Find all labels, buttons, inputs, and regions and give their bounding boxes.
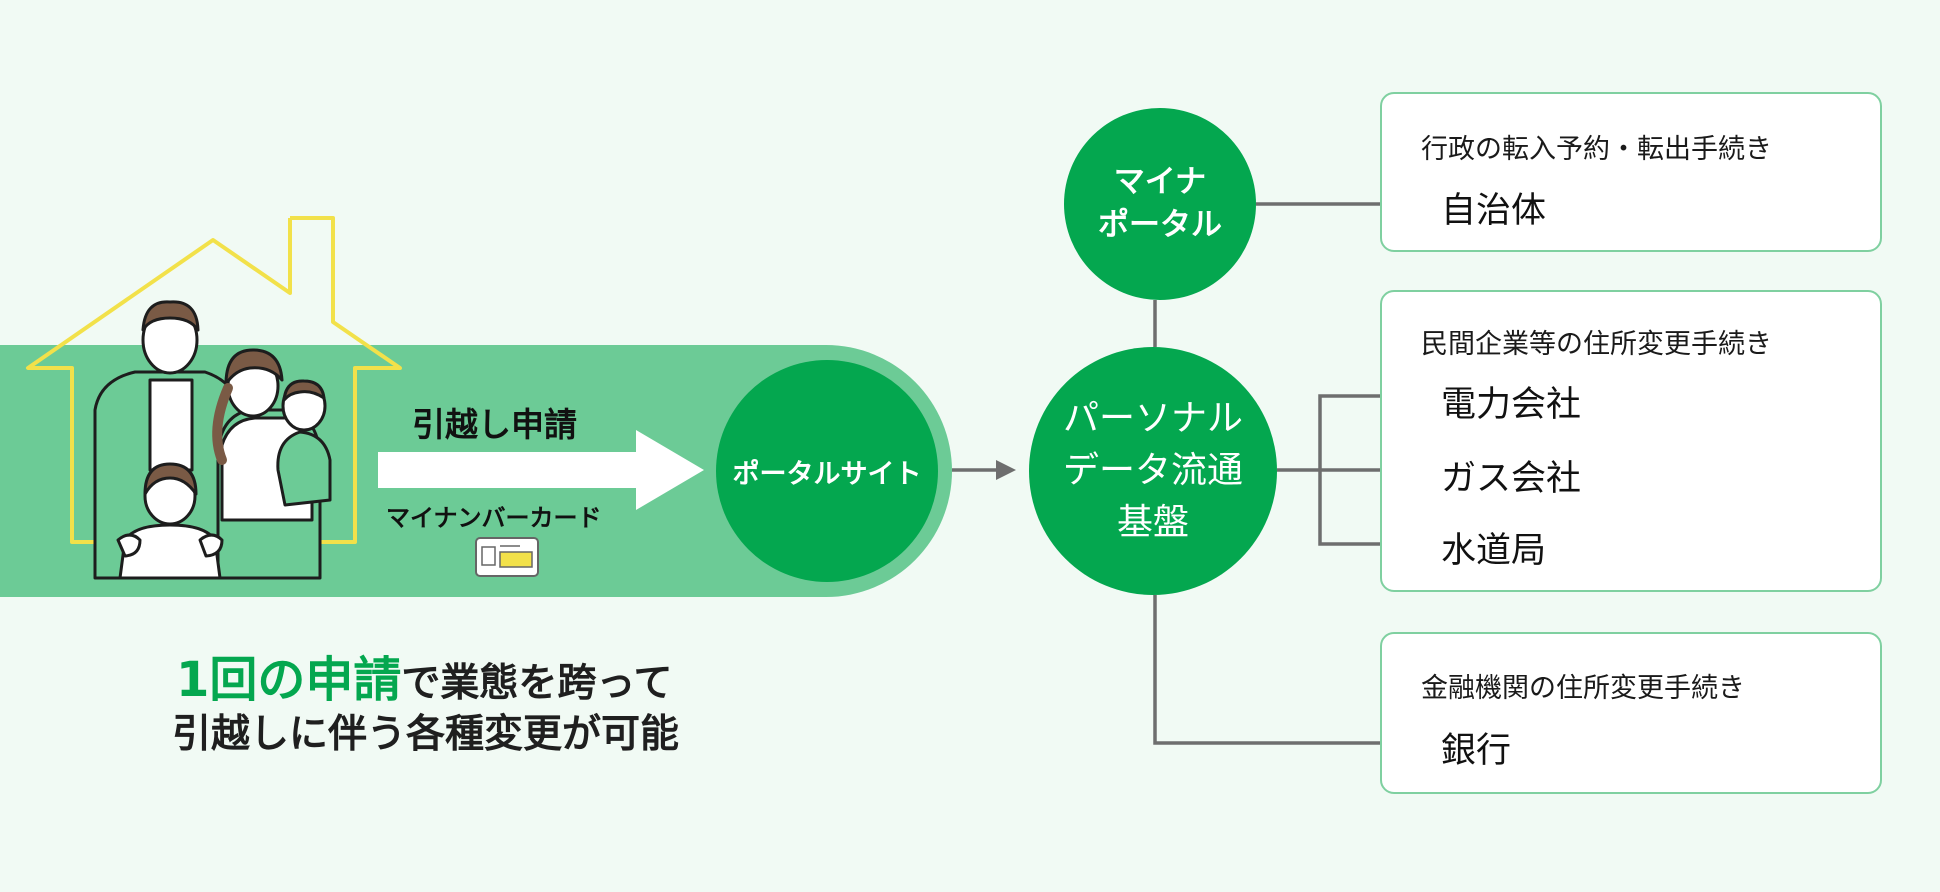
list-item: 自治体 xyxy=(1441,191,1547,231)
big-arrow-icon xyxy=(378,430,704,510)
list-item: 水道局 xyxy=(1441,531,1547,571)
tagline-highlight: 1回の申請 xyxy=(176,652,402,708)
list-item: 銀行 xyxy=(1441,731,1512,771)
finance-procedure-box: 金融機関の住所変更手続き 銀行 xyxy=(1380,632,1882,794)
private-procedure-box: 民間企業等の住所変更手続き 電力会社 ガス会社 水道局 xyxy=(1380,290,1882,592)
private-box-title: 民間企業等の住所変更手続き xyxy=(1421,329,1772,360)
finance-box-title: 金融機関の住所変更手続き xyxy=(1421,673,1745,704)
portal-site-label: ポータルサイト xyxy=(732,458,922,490)
tagline-line1-rest: で業態を跨って xyxy=(401,661,673,706)
id-card-icon xyxy=(475,537,539,577)
apply-label: 引越し申請 xyxy=(412,405,577,444)
tagline-line2: 引越しに伴う各種変更が可能 xyxy=(172,712,680,757)
gov-procedure-box: 行政の転入予約・転出手続き 自治体 xyxy=(1380,92,1882,252)
gov-box-title: 行政の転入予約・転出手続き xyxy=(1421,134,1772,165)
portal-site-node: ポータルサイト xyxy=(716,360,938,582)
list-item: 電力会社 xyxy=(1441,385,1582,425)
list-item: ガス会社 xyxy=(1441,459,1582,499)
myna-portal-node: マイナ ポータル xyxy=(1064,108,1256,300)
personal-data-platform-node: パーソナル データ流通 基盤 xyxy=(1029,347,1277,595)
myna-portal-label: マイナ ポータル xyxy=(1098,164,1222,243)
tagline-line1: 1回の申請で業態を跨って xyxy=(176,640,672,710)
family-illustration xyxy=(93,300,332,580)
personal-data-platform-label: パーソナル データ流通 基盤 xyxy=(1062,398,1243,543)
my-number-card-label: マイナンバーカード xyxy=(386,504,602,532)
